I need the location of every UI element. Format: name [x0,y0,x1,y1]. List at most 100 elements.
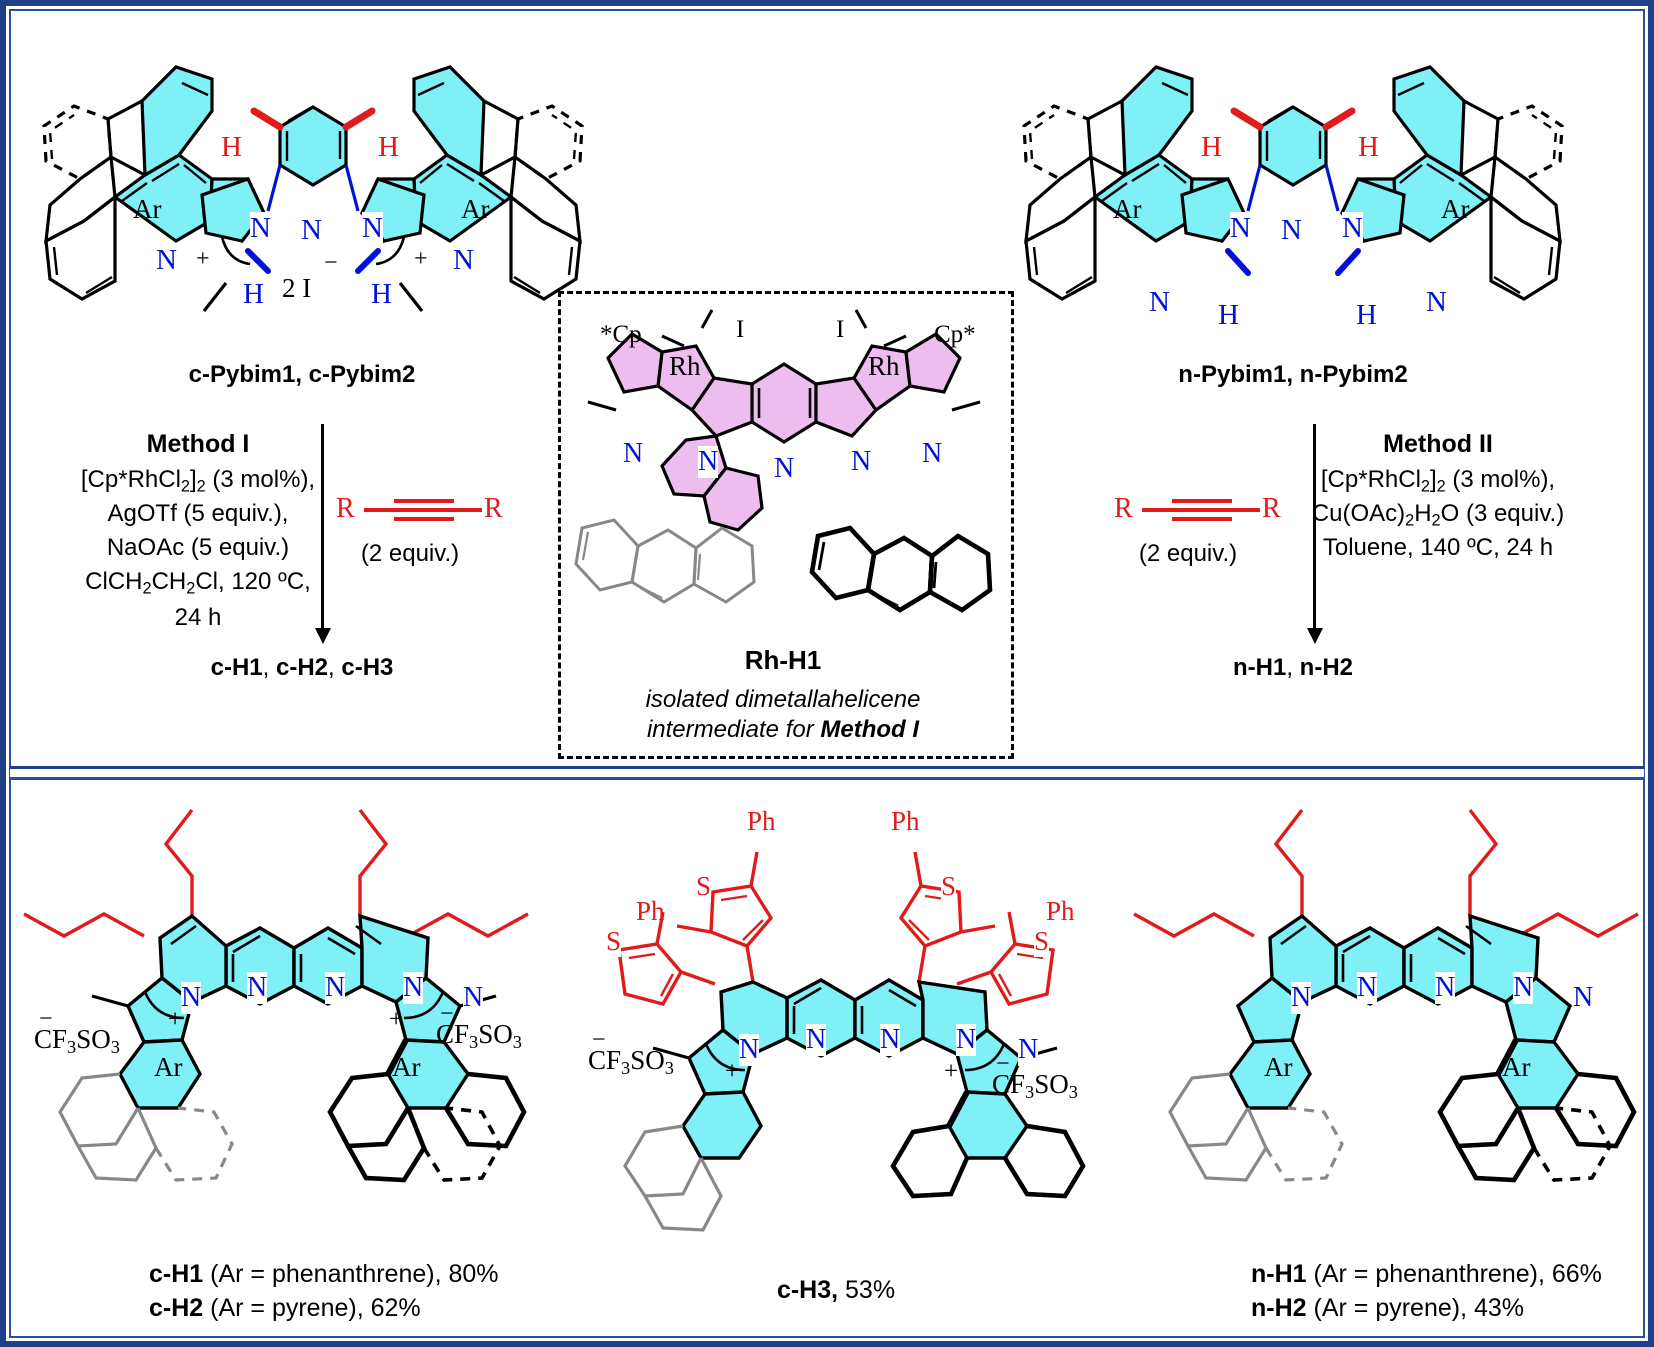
method-two-products: n-H1, n-H2 [1232,654,1354,681]
atom-label-n-ch-3: N [325,972,346,1004]
atom-label-rh-left: Rh [669,351,701,381]
alkyne-left-equiv: (2 equiv.) [360,540,460,567]
atom-label-h-blue-1: H [243,278,264,310]
atom-label-ph-4: Ph [1046,896,1075,926]
charge-plus-ch-1: + [168,1006,183,1033]
atom-label-n-nh-5: N [1573,982,1594,1014]
atom-label-ar-right-2: Ar [1441,194,1470,224]
method-one-arrow [321,424,324,630]
alkyne-left-r1: R [336,493,355,524]
atom-label-ar-nh-1: Ar [1264,1052,1293,1082]
caption-c-h2: c-H2 (Ar = pyrene), 62% [149,1294,421,1323]
charge-plus-h3-2: + [944,1058,959,1085]
counterion-ch-right: CF3SO3 [436,1019,522,1053]
structure-n-pybim [1022,65,1564,301]
atom-label-s-1: S [696,871,712,902]
atom-label-s-4: S [1034,926,1050,957]
atom-label-h-red-4: H [1358,131,1379,163]
atom-label-n-h3-3: N [880,1024,901,1056]
caption-n-h2-bold: n-H2 [1251,1294,1307,1322]
atom-label-s-2: S [941,871,957,902]
atom-label-n-h3-5: N [1018,1034,1039,1066]
structure-c-h3 [617,851,1086,1232]
panel-divider [10,766,1644,780]
method-two-line-3: Toluene, 140 ºC, 24 h [1322,534,1554,561]
counterion-charge-h3-left: − [592,1027,606,1053]
counterion-charge-left: − [324,250,338,276]
atom-label-cp-star-right: Cp* [934,321,976,348]
charge-plus-left-2: + [414,246,428,272]
method-two-title: Method II [1383,430,1493,458]
structure-c-h1-h2 [23,808,529,1183]
method-two-line-2: Cu(OAc)2H2O (3 equiv.) [1311,500,1565,530]
atom-label-cp-star-left: *Cp [600,321,642,348]
atom-label-n-rh-2: N [698,446,719,478]
atom-label-n-rh-3: N [774,453,795,485]
atom-label-n-rh-5: N [922,438,943,470]
intermediate-name: Rh-H1 [744,645,822,675]
atom-label-iodide-right: I [836,316,845,343]
atom-label-h-blue-4: H [1356,299,1377,331]
caption-n-h2: n-H2 (Ar = pyrene), 43% [1251,1294,1524,1323]
alkyne-right [1142,499,1260,521]
alkyne-right-equiv: (2 equiv.) [1138,540,1238,567]
charge-plus-ch-2: + [389,1006,404,1033]
atom-label-n-right-6: N [1426,286,1447,319]
atom-label-n-nh-1: N [1291,982,1312,1014]
structure-n-h1-h2 [1133,808,1639,1183]
intermediate-caption-line1: isolated dimetallahelicene [645,686,921,713]
method-one-products: c-H1, c-H2, c-H3 [210,654,394,681]
alkyne-right-r2: R [1262,493,1281,524]
caption-c-h3: c-H3, 53% [777,1276,895,1305]
atom-label-ar-left: Ar [133,194,162,224]
atom-label-n-h3-4: N [956,1024,977,1056]
caption-n-h1-rest: (Ar = phenanthrene), 66% [1306,1260,1602,1288]
caption-c-h1: c-H1 (Ar = phenanthrene), 80% [149,1260,499,1289]
counterion-h3-right: CF3SO3 [992,1069,1078,1103]
counterion-h3-left: CF3SO3 [588,1045,674,1079]
atom-label-rh-right: Rh [868,351,900,381]
atom-label-n-nh-3: N [1435,972,1456,1004]
atom-label-n-ch-2: N [247,972,268,1004]
atom-label-n-pyridine-2: N [1281,214,1302,246]
atom-label-ar-right-1: Ar [1113,194,1142,224]
method-one-line-2: AgOTf (5 equiv.), [107,500,289,527]
atom-label-n-ch-5: N [463,982,484,1014]
intermediate-caption-line2: intermediate for Method I [647,716,919,744]
atom-label-n-right-5: N [1149,286,1170,319]
atom-label-ph-1: Ph [747,806,776,836]
charge-plus-left-1: + [196,246,210,272]
counterion-charge-h3-right: − [996,1051,1010,1077]
atom-label-n-nh-4: N [1513,972,1534,1004]
atom-label-s-3: S [606,926,622,957]
caption-n-h2-rest: (Ar = pyrene), 43% [1306,1294,1525,1322]
atom-label-h-blue-2: H [371,278,392,310]
atom-label-h-red-3: H [1201,131,1222,163]
atom-label-h-red-2: H [378,131,399,163]
method-one-line-1: [Cp*RhCl2]2 (3 mol%), [80,466,316,496]
caption-c-h3-rest: 53% [838,1276,896,1304]
atom-label-n-right-4: N [1342,212,1363,245]
atom-label-n-rh-4: N [851,446,872,478]
atom-label-ar-ch-2: Ar [392,1052,421,1082]
atom-label-n-right-1: N [362,212,383,245]
method-one-line-3: NaOAc (5 equiv.) [106,534,290,561]
method-one-line-5: 24 h [174,604,222,631]
atom-label-h-red-1: H [221,131,242,163]
atom-label-iodide-left: I [736,316,745,343]
atom-label-h-blue-3: H [1218,299,1239,331]
structure-rh-h1 [574,309,993,613]
atom-label-n-right-2: N [453,244,474,277]
method-one-line-4: ClCH2CH2Cl, 120 ºC, [85,568,311,598]
atom-label-ph-2: Ph [891,806,920,836]
atom-label-ar-left-2: Ar [461,194,490,224]
method-one-title: Method I [146,430,250,458]
intermediate-caption-bold: Method I [820,716,920,743]
caption-c-h1-bold: c-H1 [149,1260,204,1288]
alkyne-left-r2: R [484,493,503,524]
caption-n-h1: n-H1 (Ar = phenanthrene), 66% [1251,1260,1602,1289]
counterion-charge-ch-right: − [440,1001,454,1027]
alkyne-right-r1: R [1114,493,1133,524]
counterion-left: 2 I [282,273,312,303]
